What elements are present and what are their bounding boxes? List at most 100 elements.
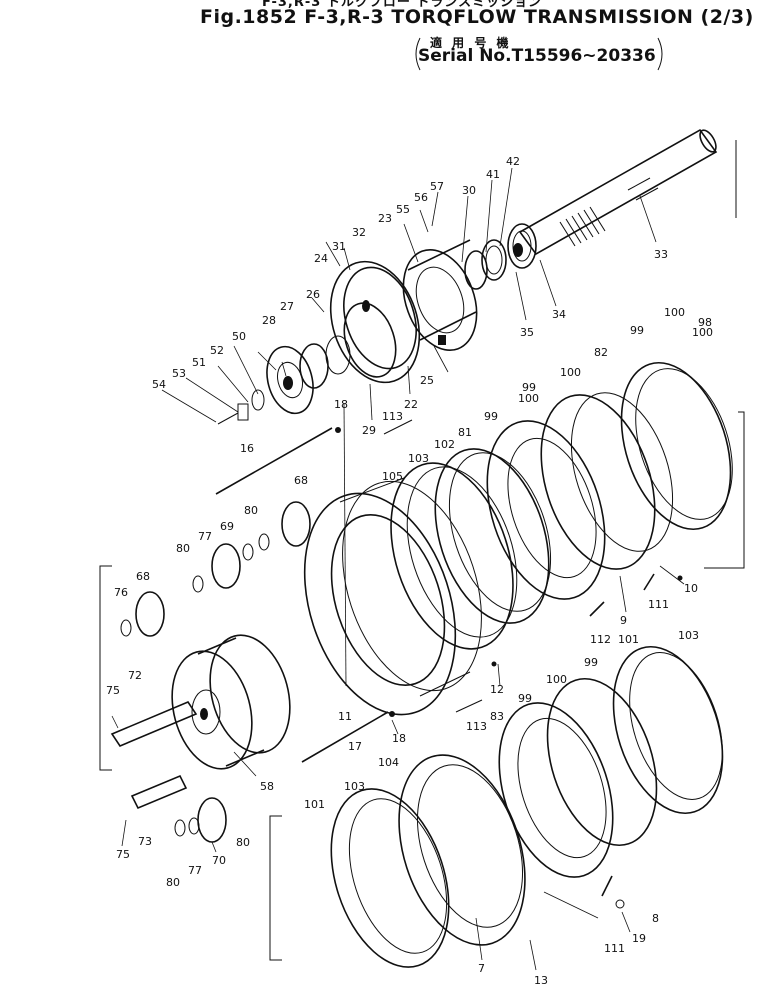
dowel-18-upper	[335, 427, 341, 433]
callout-70: 70	[212, 854, 226, 867]
bracket-lower-left	[269, 815, 282, 961]
callout-100-d: 100	[518, 392, 539, 405]
callout-32: 32	[352, 226, 366, 239]
bearing-34	[507, 223, 537, 269]
callout-104: 104	[378, 756, 399, 769]
callout-100-c: 100	[560, 366, 581, 379]
callout-10: 10	[684, 582, 698, 595]
callout-23: 23	[378, 212, 392, 225]
callout-82: 82	[594, 346, 608, 359]
callout-99-b: 99	[522, 381, 536, 394]
pin-10	[677, 575, 683, 581]
callout-58: 58	[260, 780, 274, 793]
callout-101-a: 101	[618, 633, 639, 646]
callout-81: 81	[458, 426, 472, 439]
figure-title: Fig.1852 F-3,R-3 TORQFLOW TRANSMISSION (…	[200, 6, 754, 28]
bolt-54-washer-51-52	[217, 389, 265, 425]
washers-77-80	[120, 533, 270, 837]
callout-57: 57	[430, 180, 444, 193]
leader-lines	[111, 167, 685, 971]
callout-73: 73	[138, 835, 152, 848]
callout-26: 26	[306, 288, 320, 301]
callout-77-b: 77	[188, 864, 202, 877]
callout-103-a: 103	[408, 452, 429, 465]
callout-113-lower: 113	[466, 720, 487, 733]
callout-68-b: 68	[136, 570, 150, 583]
callout-labels: 42 41 30 57 56 55 23 32 31 24 33 34 35 2…	[106, 155, 713, 987]
callout-27: 27	[280, 300, 294, 313]
bolt-16	[215, 427, 333, 495]
callout-19: 19	[632, 932, 646, 945]
callout-50: 50	[232, 330, 246, 343]
callout-80-a: 80	[244, 504, 258, 517]
callout-102: 102	[434, 438, 455, 451]
callout-13: 13	[534, 974, 548, 987]
clutch-pack-upper	[390, 361, 733, 650]
ring-41-42	[464, 239, 507, 290]
callout-105: 105	[382, 470, 403, 483]
callout-51: 51	[192, 356, 206, 369]
springs-111-112	[589, 573, 655, 909]
callout-52: 52	[210, 344, 224, 357]
callout-8: 8	[652, 912, 659, 925]
callout-7: 7	[478, 962, 485, 975]
callout-9: 9	[620, 614, 627, 627]
callout-56: 56	[414, 191, 428, 204]
callout-24: 24	[314, 252, 328, 265]
pin-12	[491, 661, 497, 667]
seal-plate-50	[266, 335, 351, 415]
callout-113-upper: 113	[382, 410, 403, 423]
callout-75-b: 75	[116, 848, 130, 861]
callout-18-upper: 18	[334, 398, 348, 411]
shafts-72-73	[110, 701, 198, 810]
callout-54: 54	[152, 378, 166, 391]
serial-number-range: Serial No.T15596~20336	[418, 46, 656, 66]
callout-41: 41	[486, 168, 500, 181]
pin-113-lower	[455, 699, 483, 713]
callout-80-d: 80	[166, 876, 180, 889]
callout-100-b: 100	[692, 326, 713, 339]
callout-98: 98	[698, 316, 712, 329]
snap-rings-22-26-29	[329, 260, 421, 384]
callout-68-a: 68	[294, 474, 308, 487]
callout-99-e: 99	[518, 692, 532, 705]
callout-17: 17	[348, 740, 362, 753]
callout-34: 34	[552, 308, 566, 321]
callout-72: 72	[128, 669, 142, 682]
serial-japanese-label: 適 用 号 機	[430, 36, 512, 50]
callout-103-b: 103	[678, 629, 699, 642]
callout-30: 30	[462, 184, 476, 197]
callout-35: 35	[520, 326, 534, 339]
callout-112: 112	[590, 633, 611, 646]
bolt-17	[301, 711, 389, 763]
callout-11: 11	[338, 710, 352, 723]
title-japanese: F-3,R-3 トルクフロー トランスミッション	[262, 0, 543, 10]
callout-31: 31	[332, 240, 346, 253]
bracket-left	[415, 37, 421, 71]
callout-99-a: 99	[630, 324, 644, 337]
callout-55: 55	[396, 203, 410, 216]
callout-80-c: 80	[236, 836, 250, 849]
pinion-gears-68-69-70	[135, 501, 311, 843]
callout-53: 53	[172, 367, 186, 380]
pin-113-upper	[383, 419, 413, 435]
callout-28: 28	[262, 314, 276, 327]
callout-103-c: 103	[344, 780, 365, 793]
planet-carrier-58	[171, 634, 291, 770]
callout-69: 69	[220, 520, 234, 533]
output-shaft-33	[518, 128, 737, 256]
bracket-right	[657, 37, 663, 71]
callout-80-b: 80	[176, 542, 190, 555]
callout-22: 22	[404, 398, 418, 411]
callout-111-b: 111	[604, 942, 625, 955]
callout-25: 25	[420, 374, 434, 387]
bracket-upper-right	[704, 411, 745, 569]
callout-99-d: 99	[584, 656, 598, 669]
callout-111-a: 111	[648, 598, 669, 611]
callout-42: 42	[506, 155, 520, 168]
callout-100-e: 100	[546, 673, 567, 686]
ring-gear-11	[303, 477, 482, 716]
callout-83: 83	[490, 710, 504, 723]
callout-12: 12	[490, 683, 504, 696]
